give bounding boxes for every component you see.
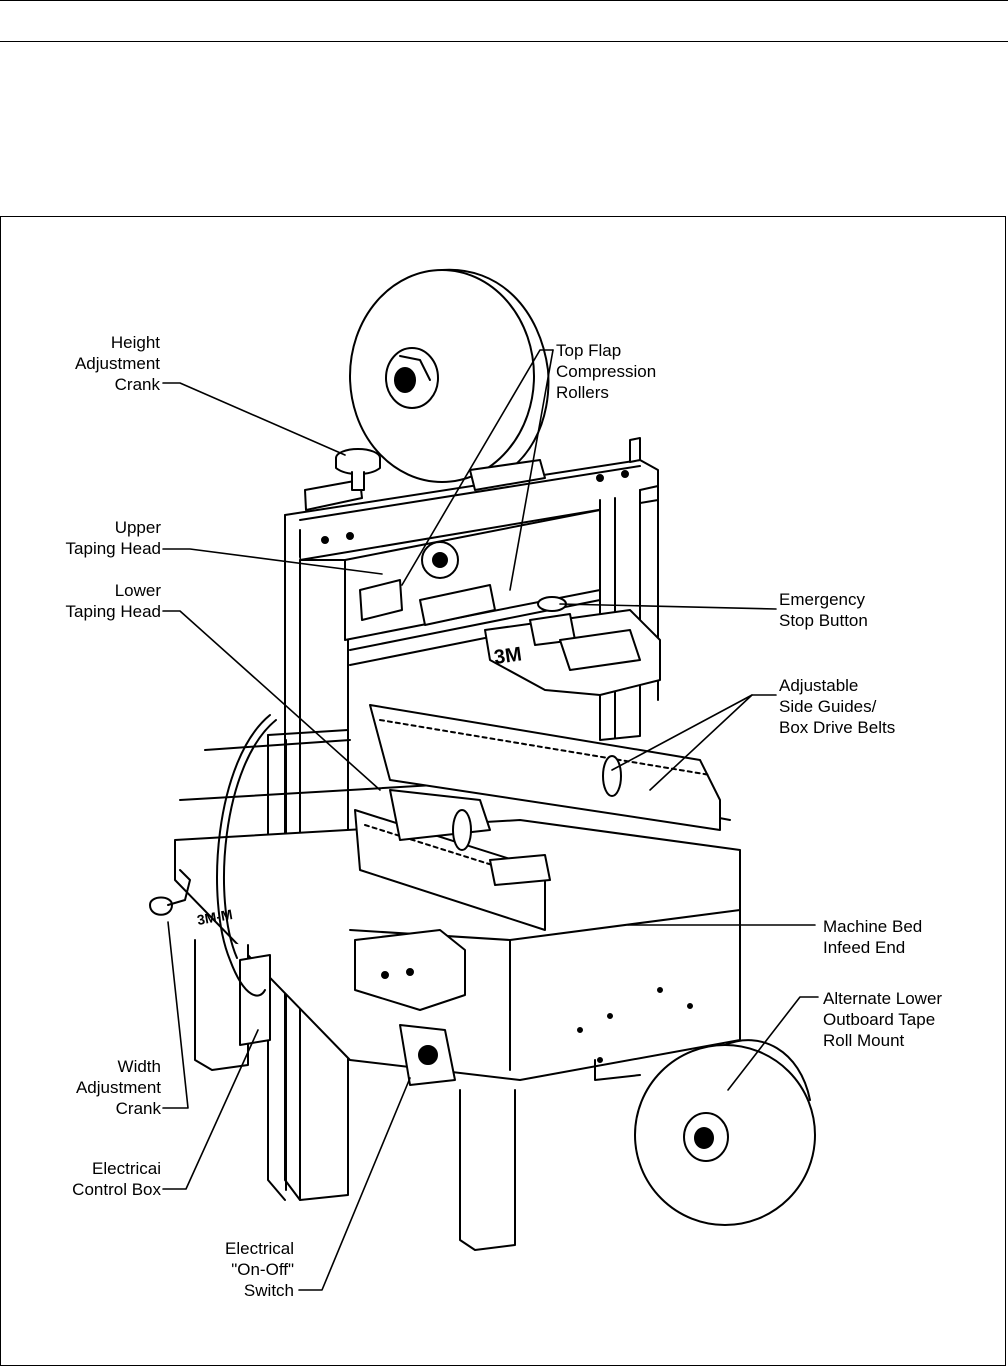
label-electrical-control-box: Electricai Control Box xyxy=(72,1158,161,1200)
label-machine-bed-infeed-end: Machine Bed Infeed End xyxy=(823,916,922,958)
electrical-control-box xyxy=(240,955,270,1045)
label-on-off-switch: Electrical "On-Off" Switch xyxy=(225,1238,294,1301)
machine-logo: 3M xyxy=(493,643,524,669)
label-top-flap-compression-rollers: Top Flap Compression Rollers xyxy=(556,340,656,403)
label-alternate-lower-outboard-tape-roll-mount: Alternate Lower Outboard Tape Roll Mount xyxy=(823,988,942,1051)
label-adjustable-side-guides: Adjustable Side Guides/ Box Drive Belts xyxy=(779,675,895,738)
label-upper-taping-head: Upper Taping Head xyxy=(66,517,161,559)
label-emergency-stop-button: Emergency Stop Button xyxy=(779,589,868,631)
on-off-switch-drawing xyxy=(400,1025,455,1085)
label-width-adjustment-crank: Width Adjustment Crank xyxy=(76,1056,161,1119)
upper-tape-roll xyxy=(350,270,548,484)
label-height-adjustment-crank: Height Adjustment Crank xyxy=(75,332,160,395)
label-lower-taping-head: Lower Taping Head xyxy=(66,580,161,622)
lower-tape-roll xyxy=(635,1040,815,1225)
